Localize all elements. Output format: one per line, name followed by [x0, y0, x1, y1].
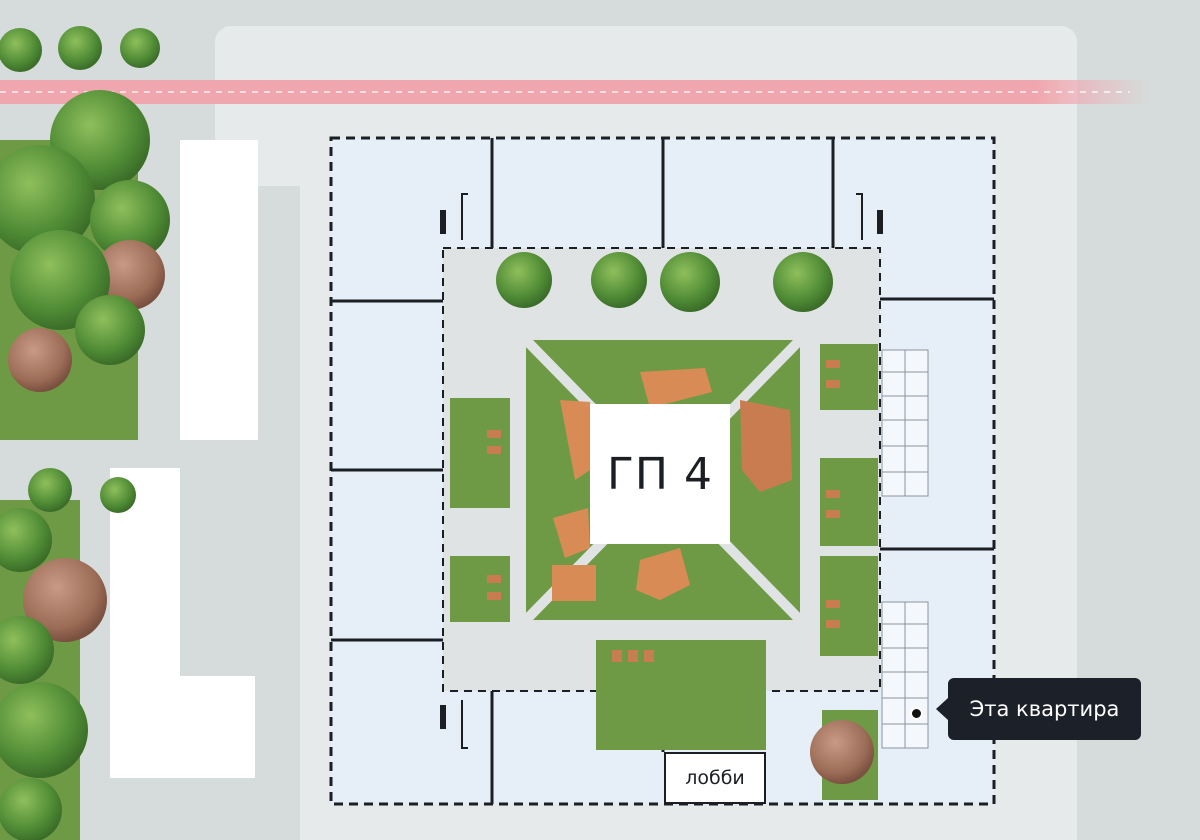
white-path-top [180, 140, 258, 440]
road [0, 80, 1150, 104]
courtyard-trees [496, 252, 833, 312]
courtyard-autumn-tree [810, 720, 874, 784]
lobby-label: лобби [664, 752, 766, 804]
apartment-units-upper [881, 349, 929, 497]
building-label: ГП 4 [590, 404, 730, 544]
location-dot-icon[interactable] [910, 707, 923, 720]
left-trees [0, 26, 170, 840]
white-path-left [110, 468, 255, 778]
apartment-units-lower [881, 601, 929, 749]
apartment-tooltip: Эта квартира [936, 678, 1141, 740]
benches [487, 360, 840, 662]
